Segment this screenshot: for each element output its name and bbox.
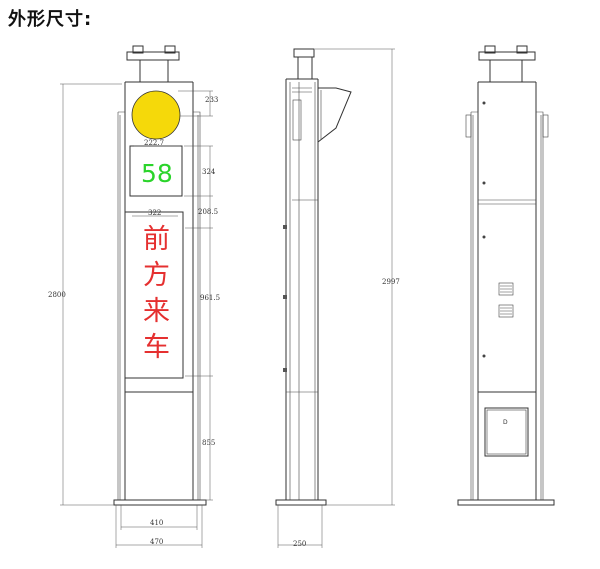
side-column-outline (285, 78, 319, 500)
side-bolt-1 (283, 225, 287, 229)
back-access-door (484, 407, 529, 457)
front-view: 58 前 方 来 车 410 470 2800 233 222.7 324 20… (48, 45, 220, 548)
back-hinge-left (465, 114, 472, 138)
dim-line-total-height (60, 83, 122, 506)
dim-led-width: 322 (148, 209, 161, 217)
front-led-panel (124, 211, 184, 379)
side-bolt-2 (283, 295, 287, 299)
dim-gap: 208.5 (198, 208, 218, 216)
dim-led-height: 961.5 (200, 294, 220, 302)
led-char-4: 车 (143, 332, 170, 363)
back-screw-1 (482, 101, 486, 105)
counter-display-value: 58 (141, 159, 173, 188)
dim-line-side-base (277, 505, 323, 548)
back-door-label: D (503, 419, 508, 426)
dim-base-width: 470 (150, 538, 163, 546)
front-side-rails-inner (119, 115, 199, 500)
front-top-neck (139, 59, 169, 83)
dim-total-height: 2800 (48, 291, 66, 299)
side-column-inner (289, 82, 316, 500)
dim-lamp-height: 233 (205, 96, 218, 104)
front-top-knob-left (132, 45, 144, 54)
front-yellow-lamp (131, 90, 181, 140)
back-side-rails-inner (472, 115, 542, 500)
side-visor (317, 87, 352, 143)
front-side-rails (117, 111, 201, 500)
dim-inner-width: 410 (150, 519, 163, 527)
front-base-plate (113, 499, 207, 506)
dim-lamp-width: 222.7 (144, 139, 164, 147)
side-base-plate (275, 499, 327, 506)
dim-side-base-width: 250 (293, 540, 306, 548)
back-access-door-inner (486, 409, 527, 455)
side-bolt-3 (283, 368, 287, 372)
back-screw-4 (482, 354, 486, 358)
led-char-2: 方 (143, 260, 170, 291)
back-panel-divider (478, 199, 536, 205)
back-vent-grille (498, 282, 514, 318)
dim-line-inner-width (120, 505, 198, 530)
back-hinge-right (542, 114, 549, 138)
dim-line-counter-height (184, 145, 213, 228)
back-top-neck (489, 59, 523, 83)
dim-lower-height: 855 (202, 439, 215, 447)
back-screw-2 (482, 181, 486, 185)
dim-counter-height: 324 (202, 168, 216, 176)
back-top-knob-left (484, 45, 496, 54)
back-side-rails (470, 111, 544, 500)
side-vent-strip (292, 99, 302, 141)
front-top-knob-right (164, 45, 176, 54)
dim-line-lamp-height (178, 90, 213, 117)
page-title: 外形尺寸: (8, 9, 93, 30)
dim-side-total-height: 2997 (382, 278, 400, 286)
side-top-cap (293, 48, 315, 58)
back-base-plate (457, 499, 555, 506)
back-screw-3 (482, 235, 486, 239)
dim-line-side-total-height (315, 48, 395, 506)
led-char-3: 来 (143, 296, 170, 327)
side-top-neck (297, 56, 313, 80)
led-char-1: 前 (143, 224, 170, 255)
dim-line-led-height (185, 227, 213, 501)
side-view: 250 2997 (275, 48, 400, 548)
dim-line-base-width (115, 505, 203, 548)
side-panel-lines (286, 87, 318, 393)
back-view: D (457, 45, 555, 506)
back-top-knob-right (516, 45, 528, 54)
